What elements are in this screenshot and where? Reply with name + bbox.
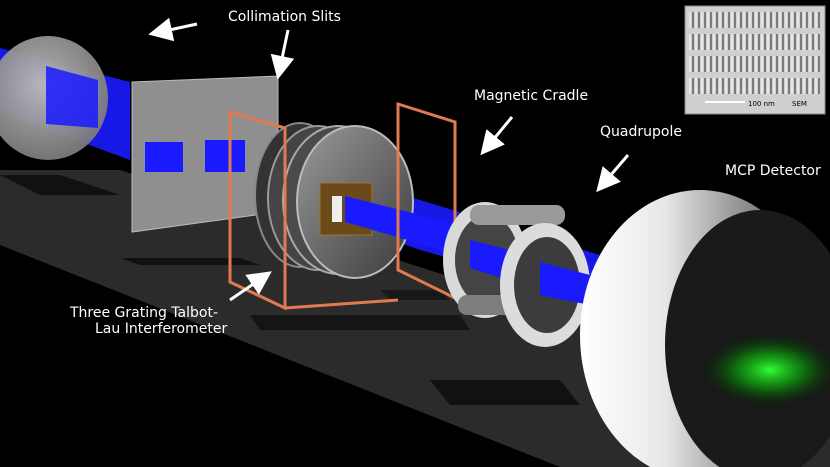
floor-shadow-1 (0, 175, 120, 195)
arrow-magnetic-cradle (480, 116, 514, 156)
collimation-slit-1 (145, 142, 183, 172)
beam-through-grating (345, 196, 460, 255)
label-talbot-line1: Three Grating Talbot- (69, 305, 218, 321)
floor-shadow-5 (380, 290, 450, 300)
inset-scale-text: 100 nm (748, 100, 775, 108)
source-beam-window (46, 66, 98, 128)
floor-shadow-2 (120, 258, 260, 265)
floor-shadow-3 (250, 315, 470, 330)
arrow-collimation-left (148, 17, 198, 42)
label-magnetic-cradle: Magnetic Cradle (474, 88, 588, 104)
inset-corner-text: SEM (792, 100, 807, 108)
label-mcp-detector: MCP Detector (725, 163, 821, 179)
label-collimation-slits: Collimation Slits (228, 9, 341, 25)
floor-shadow-4 (430, 380, 580, 405)
arrow-quadrupole (596, 154, 630, 193)
cradle-base-rod (284, 298, 399, 310)
mcp-detector (580, 190, 830, 467)
arrow-talbot (229, 271, 272, 302)
arrow-collimation-down (270, 29, 295, 80)
collimation-slit-2 (205, 140, 245, 172)
quadrupole (443, 202, 590, 347)
callout-arrows (148, 17, 630, 302)
label-quadrupole: Quadrupole (600, 124, 682, 140)
detector-glow (695, 330, 830, 410)
sem-inset: 100 nm SEM (684, 5, 826, 115)
talbot-lau-interferometer (254, 122, 414, 279)
label-talbot-line2: Lau Interferometer (95, 321, 227, 337)
